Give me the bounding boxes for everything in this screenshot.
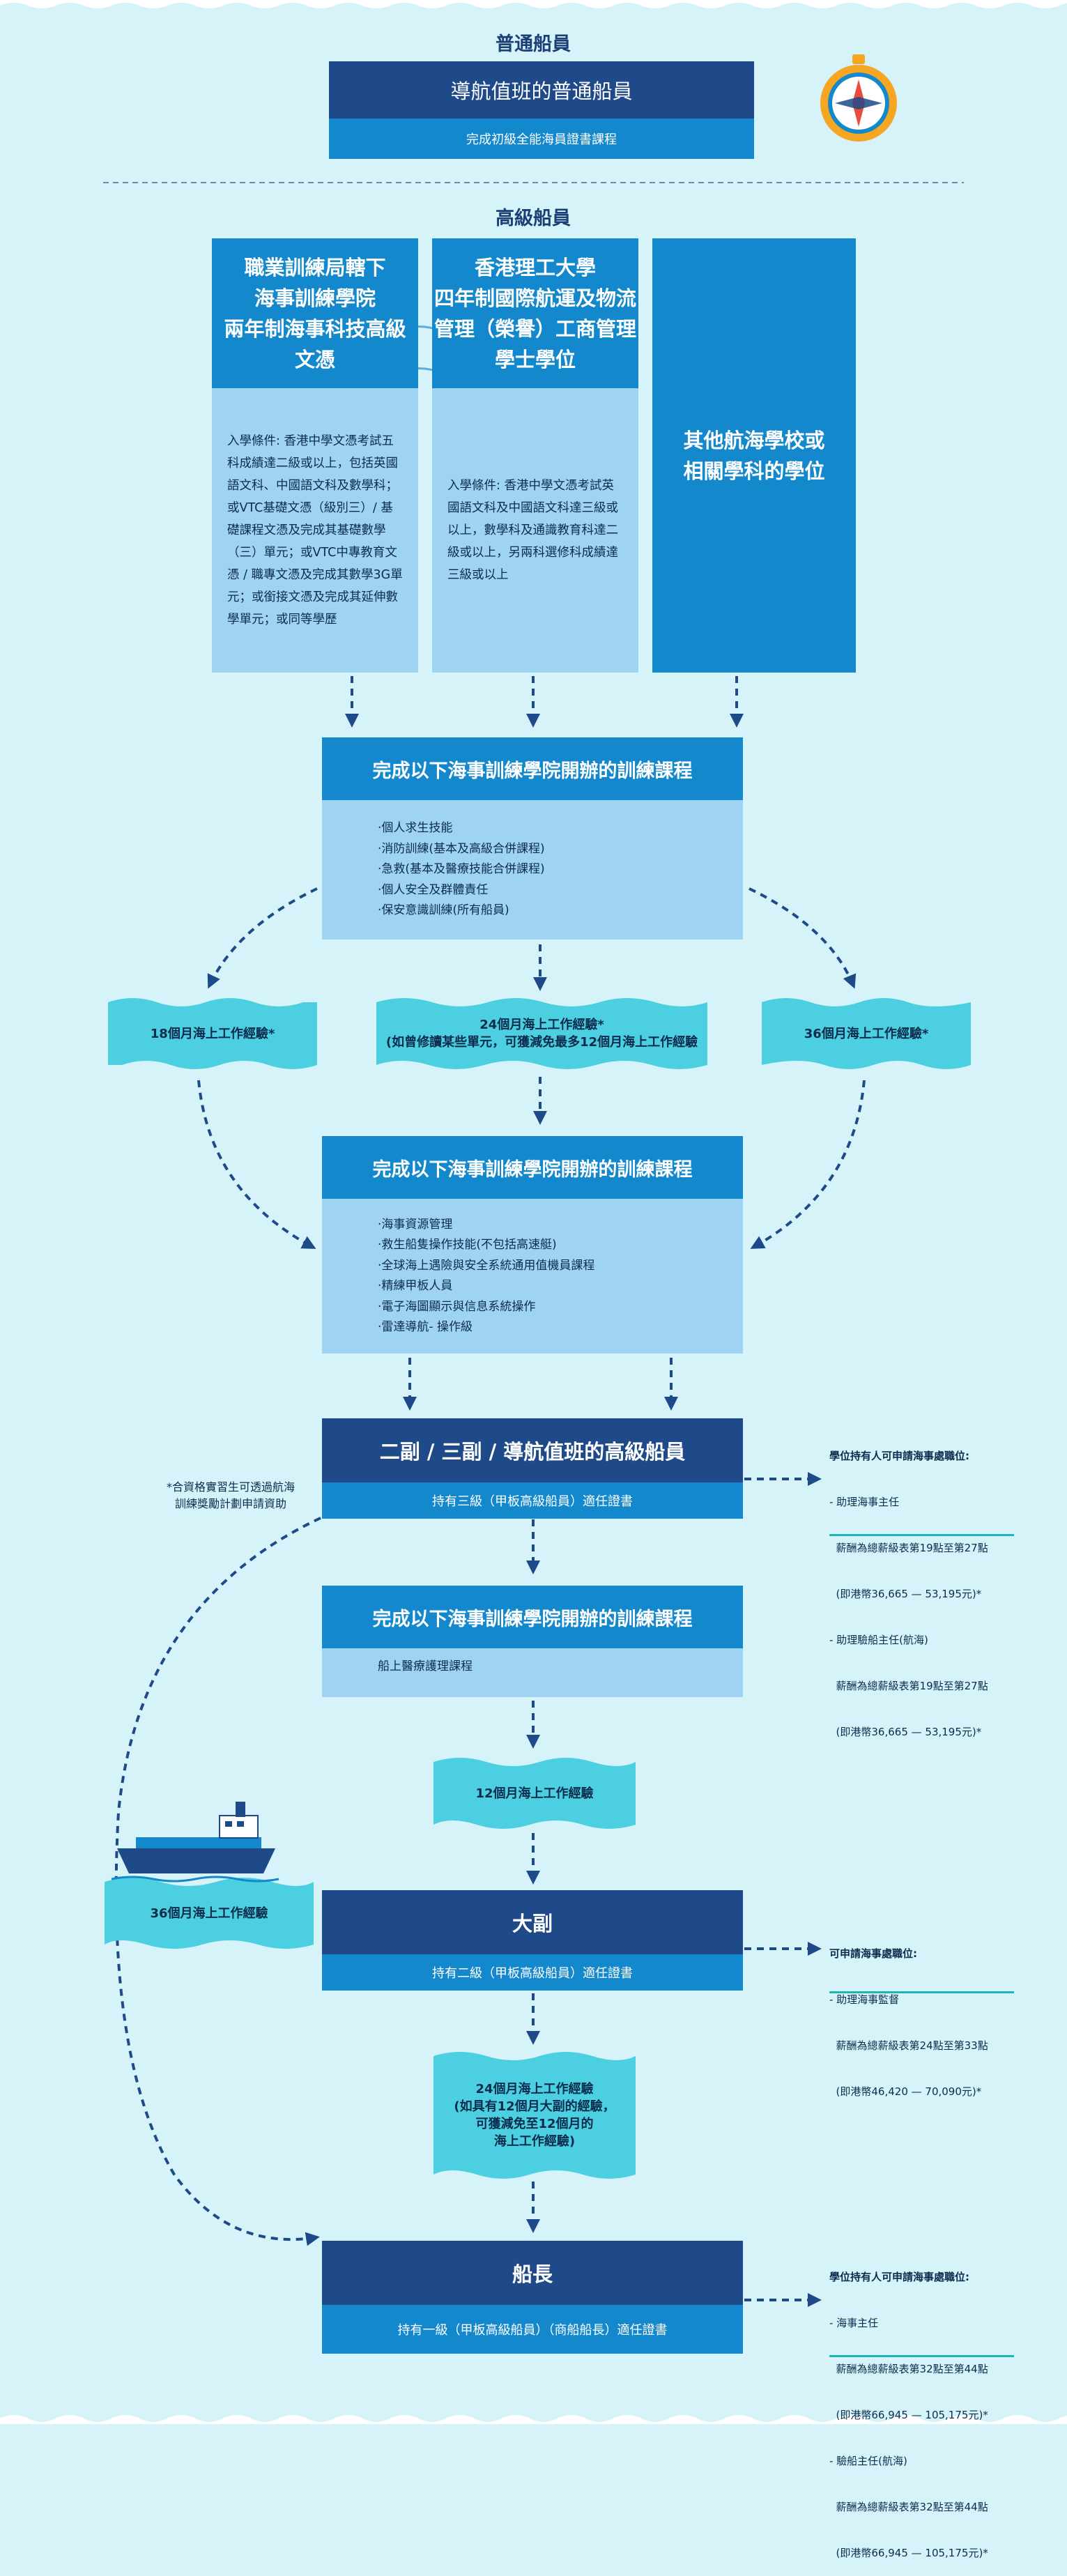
path-requirement-polyu: 入學條件: 香港中學文憑考試英國語文科及中國語文科達三級或以上，數學科及通識教育… bbox=[432, 388, 638, 673]
jobs-master-line: 薪酬為總薪級表第32點至第44點 bbox=[829, 2363, 988, 2375]
jobs-chief-line: 薪酬為總薪級表第24點至第33點 bbox=[829, 2039, 988, 2052]
jobs-master: 學位持有人可申請海事處職位: - 海事主任 薪酬為總薪級表第32點至第44點 (… bbox=[829, 2239, 1014, 2559]
jobs-master-line: 薪酬為總薪級表第32點至第44點 bbox=[829, 2501, 988, 2513]
path-title-other: 其他航海學校或 相關學科的學位 bbox=[652, 238, 856, 673]
course2-item: ·全球海上遇險與安全系統通用值機員課程 bbox=[378, 1258, 595, 1273]
jobs-officer3-line: - 助理驗船主任(航海) bbox=[829, 1634, 928, 1646]
jobs-master-title: 學位持有人可申請海事處職位: bbox=[829, 2271, 969, 2283]
cadet-note: *合資格實習生可透過航海 訓練獎勵計劃申請資助 bbox=[166, 1480, 295, 1510]
course1-item: ·急救(基本及醫療技能合併課程) bbox=[378, 862, 545, 877]
jobs-master-line: (即港幣66,945 — 105,175元)* bbox=[829, 2409, 988, 2421]
officer3-subtitle: 持有三級（甲板高級船員）適任證書 bbox=[322, 1482, 743, 1519]
jobs-master-line: - 海事主任 bbox=[829, 2317, 879, 2329]
course1-title: 完成以下海事訓練學院開辦的訓練課程 bbox=[322, 737, 743, 800]
sea-service-36-left: 36個月海上工作經驗 bbox=[150, 1906, 268, 1921]
course2-list: ·海事資源管理 ·救生船隻操作技能(不包括高速艇) ·全球海上遇險與安全系統通用… bbox=[322, 1199, 743, 1354]
jobs-chief-line: - 助理海事監督 bbox=[829, 1993, 900, 2006]
course1-item: ·個人安全及群體責任 bbox=[378, 882, 489, 897]
course1-item: ·個人求生技能 bbox=[378, 821, 453, 836]
course2-item: ·雷達導航- 操作級 bbox=[378, 1320, 473, 1334]
sea-service-36: 36個月海上工作經驗* bbox=[804, 1026, 929, 1041]
course2-title: 完成以下海事訓練學院開辦的訓練課程 bbox=[322, 1136, 743, 1199]
master-title: 船長 bbox=[322, 2241, 743, 2305]
jobs-officer3-title: 學位持有人可申請海事處職位: bbox=[829, 1450, 969, 1462]
officer3-title: 二副 / 三副 / 導航值班的高級船員 bbox=[322, 1418, 743, 1482]
course2-item: ·精練甲板人員 bbox=[378, 1279, 453, 1293]
course1-list: ·個人求生技能 ·消防訓練(基本及高級合併課程) ·急救(基本及醫療技能合併課程… bbox=[322, 800, 743, 940]
jobs-chief-title: 可申請海事處職位: bbox=[829, 1947, 917, 1960]
sea-service-24-chief: 24個月海上工作經驗 (如具有12個月大副的經驗， 可獲減免至12個月的 海上工… bbox=[454, 2082, 615, 2149]
jobs-chief: 可申請海事處職位: - 助理海事監督 薪酬為總薪級表第24點至第33點 (即港幣… bbox=[829, 1915, 1014, 2098]
ratings-title: 導航值班的普通船員 bbox=[329, 61, 754, 118]
course3-title: 完成以下海事訓練學院開辦的訓練課程 bbox=[322, 1586, 743, 1648]
chief-officer-title: 大副 bbox=[322, 1890, 743, 1954]
jobs-chief-line: (即港幣46,420 — 70,090元)* bbox=[829, 2085, 982, 2098]
path-requirement-polyu-text: 入學條件: 香港中學文憑考試英國語文科及中國語文科達三級或以上，數學科及通識教育… bbox=[447, 479, 618, 582]
path-title-polyu: 香港理工大學 四年制國際航運及物流 管理（榮譽）工商管理 學士學位 bbox=[432, 238, 638, 388]
course3-item: 船上醫療護理課程 bbox=[378, 1659, 473, 1673]
sea-service-18: 18個月海上工作經驗* bbox=[150, 1026, 275, 1041]
sea-service-12: 12個月海上工作經驗 bbox=[475, 1786, 594, 1801]
jobs-officer3: 學位持有人可申請海事處職位: - 助理海事主任 薪酬為總薪級表第19點至第27點… bbox=[829, 1418, 1014, 1738]
jobs-officer3-line: - 助理海事主任 bbox=[829, 1496, 900, 1508]
top-wave bbox=[0, 0, 1067, 8]
path-requirement-vtc-text: 入學條件: 香港中學文憑考試五科成績達二級或以上，包括英國語文科、中國語文科及數… bbox=[227, 434, 403, 627]
master-subtitle: 持有一級（甲板高級船員）（商船船長）適任證書 bbox=[322, 2305, 743, 2354]
jobs-officer3-line: (即港幣36,665 — 53,195元)* bbox=[829, 1588, 982, 1600]
sea-service-24: 24個月海上工作經驗* (如曾修讀某些單元，可獲減免最多12個月海上工作經驗 bbox=[385, 1018, 698, 1050]
path-title-vtc: 職業訓練局轄下 海事訓練學院 兩年制海事科技高級 文憑 bbox=[212, 238, 418, 388]
compass-icon bbox=[820, 54, 897, 141]
path-requirement-vtc: 入學條件: 香港中學文憑考試五科成績達二級或以上，包括英國語文科、中國語文科及數… bbox=[212, 388, 418, 673]
jobs-master-line: (即港幣66,945 — 105,175元)* bbox=[829, 2547, 988, 2559]
chief-officer-subtitle: 持有二級（甲板高級船員）適任證書 bbox=[322, 1954, 743, 1991]
course2-item: ·海事資源管理 bbox=[378, 1217, 453, 1232]
ratings-heading: 普通船員 bbox=[496, 33, 571, 55]
jobs-officer3-line: (即港幣36,665 — 53,195元)* bbox=[829, 1726, 982, 1738]
jobs-master-line: - 驗船主任(航海) bbox=[829, 2455, 907, 2467]
course1-item: ·保安意識訓練(所有船員) bbox=[378, 903, 509, 918]
course1-item: ·消防訓練(基本及高級合併課程) bbox=[378, 841, 545, 856]
officers-heading: 高級船員 bbox=[496, 207, 571, 229]
course3-list: 船上醫療護理課程 bbox=[322, 1648, 743, 1697]
ship-icon bbox=[111, 1802, 279, 1883]
ratings-subtitle: 完成初級全能海員證書課程 bbox=[329, 118, 754, 159]
jobs-officer3-line: 薪酬為總薪級表第19點至第27點 bbox=[829, 1542, 988, 1554]
course2-item: ·電子海圖顯示與信息系統操作 bbox=[378, 1299, 536, 1314]
course2-item: ·救生船隻操作技能(不包括高速艇) bbox=[378, 1238, 557, 1252]
jobs-officer3-line: 薪酬為總薪級表第19點至第27點 bbox=[829, 1680, 988, 1692]
